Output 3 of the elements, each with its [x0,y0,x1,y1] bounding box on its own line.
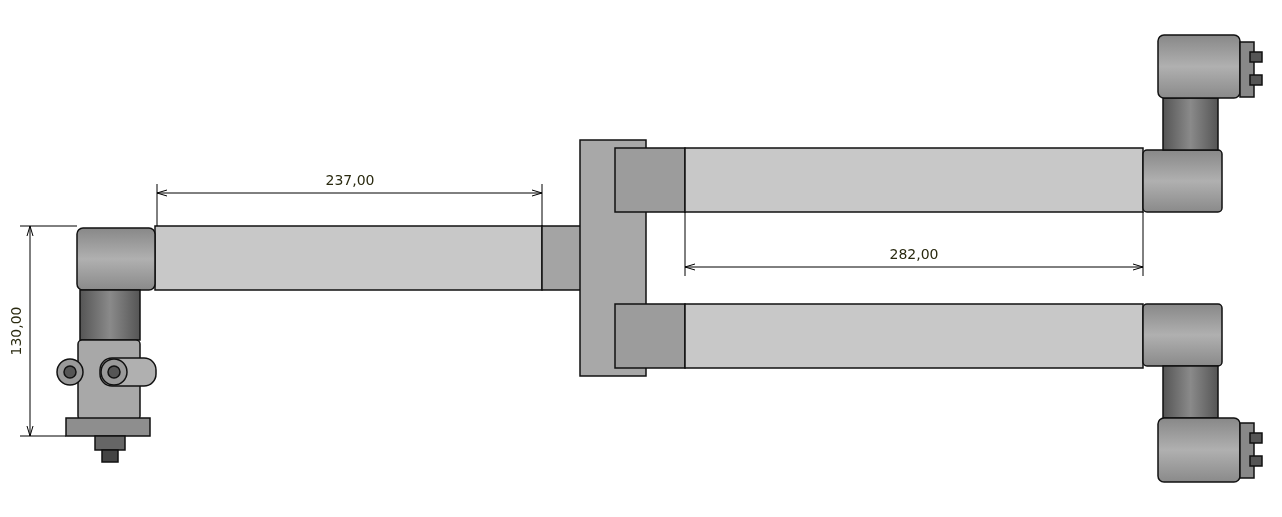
dimension-value: 130,00 [7,306,23,356]
dimension-value: 282,00 [889,246,939,262]
dimension-value: 237,00 [325,172,375,188]
